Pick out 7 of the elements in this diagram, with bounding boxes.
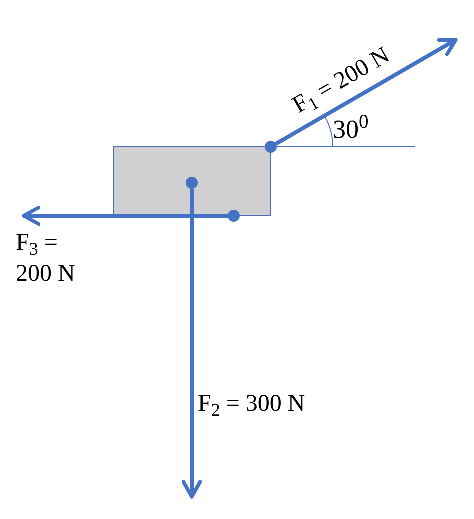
force-label: F$_{2}$ = 300 N: [198, 392, 306, 416]
block: [113, 146, 271, 216]
force-label: F$_{3}$ = 200 N: [16, 229, 76, 290]
angle-label: 30$^{0}$: [333, 117, 369, 143]
force-arrow: [275, 38, 458, 146]
force-arrow: [22, 206, 228, 226]
force-arrow: [182, 189, 202, 499]
